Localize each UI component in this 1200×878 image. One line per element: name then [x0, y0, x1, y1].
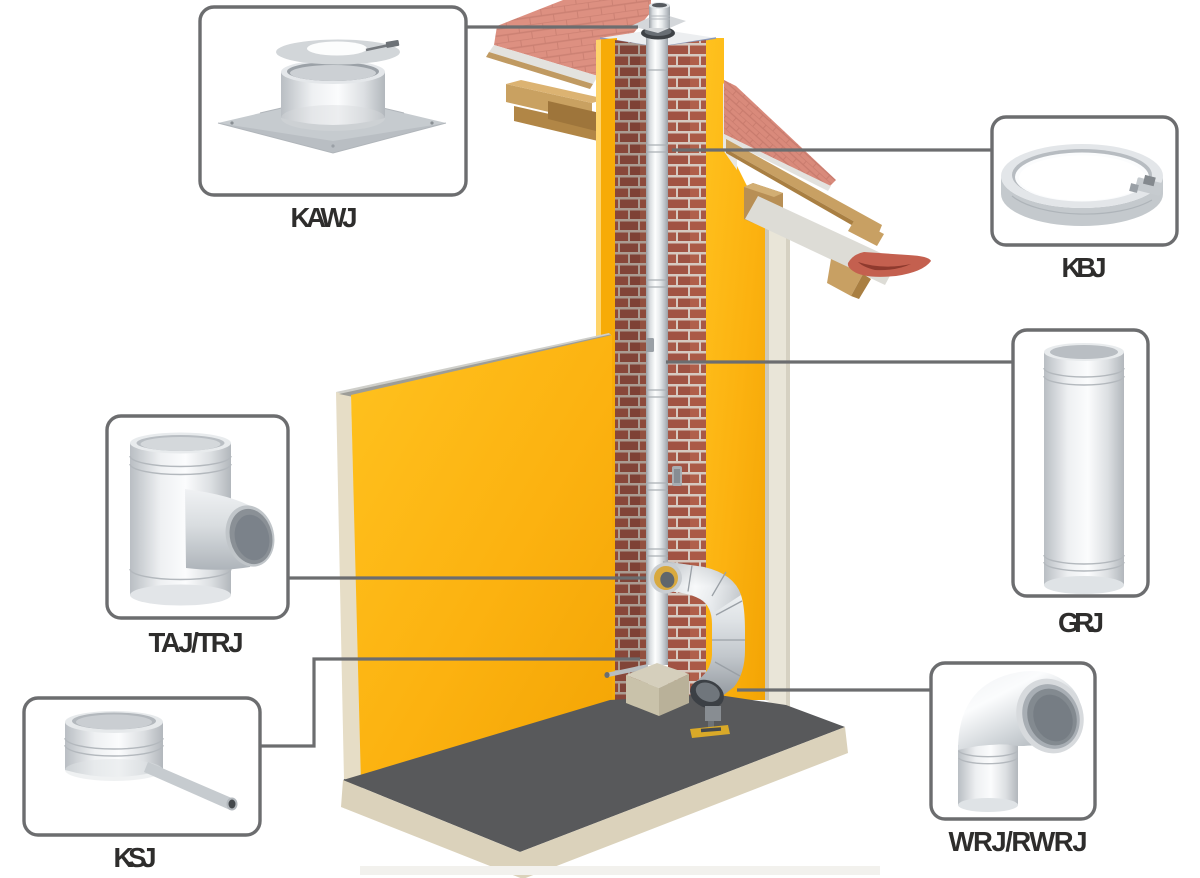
svg-text:KSJ: KSJ — [114, 842, 157, 873]
svg-text:KAWJ: KAWJ — [291, 202, 358, 233]
svg-text:WRJ/RWRJ: WRJ/RWRJ — [949, 826, 1088, 857]
svg-text:TAJ/TRJ: TAJ/TRJ — [149, 627, 244, 658]
svg-text:GRJ: GRJ — [1058, 607, 1104, 638]
svg-text:KBJ: KBJ — [1062, 252, 1107, 283]
